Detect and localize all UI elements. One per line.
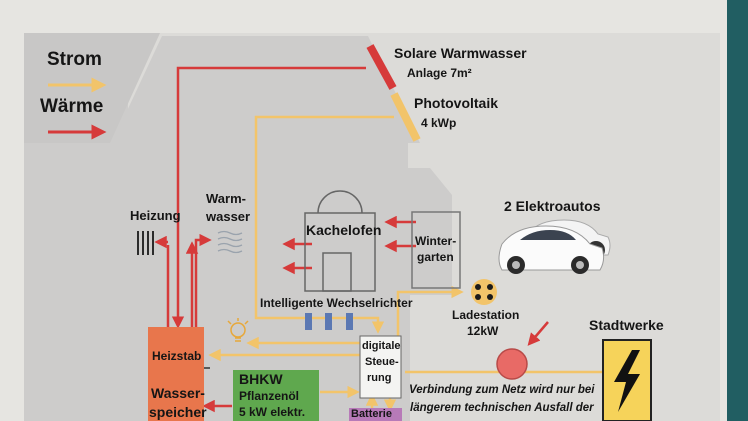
steuerung-label-line3: rung <box>367 372 392 384</box>
pv-cable <box>254 115 394 334</box>
solar-label-line1: Solare Warmwasser <box>394 45 527 61</box>
solar-label-line2: Anlage 7m² <box>407 66 472 80</box>
kachelofen-door <box>322 252 352 292</box>
steuerung-label-line1: digitale <box>362 340 401 352</box>
legend-strom-label: Strom <box>47 49 102 70</box>
bhkw-label-line3: 5 kW elektr. <box>239 405 306 419</box>
right-paper-edge <box>727 0 748 421</box>
steuerung-to-ladestation-cable <box>396 285 464 336</box>
solar-heat-pipe <box>171 66 366 329</box>
heizstab-box <box>148 327 204 421</box>
wintergarten-frame <box>411 211 461 289</box>
elektroautos-label: 2 Elektroautos <box>504 198 601 214</box>
fault-pointer-arrow <box>527 321 549 346</box>
warmwasser-label-line1: Warm- <box>206 191 246 206</box>
steuerung-box <box>359 335 402 399</box>
heizstab-label: Heizstab <box>152 349 202 363</box>
kachelofen-dome <box>317 190 363 214</box>
wechselrichter-label: Intelligente Wechselrichter <box>260 296 413 310</box>
kachelofen-label: Kachelofen <box>306 222 382 238</box>
lightning-icon <box>614 350 640 412</box>
inverter-module-2 <box>325 313 332 330</box>
warmwasser-pipe <box>194 233 212 330</box>
electric-cars-image <box>498 219 611 274</box>
wasserspeicher-label-line1: Wasser- <box>151 385 205 401</box>
solar-thermal-collector <box>366 44 397 90</box>
stadtwerke-label: Stadtwerke <box>589 317 664 333</box>
grid-note-line1: Verbindung zum Netz wird nur bei <box>409 384 595 396</box>
light-bulb-icon <box>227 318 249 342</box>
photovoltaic-panel <box>390 92 421 142</box>
inverter-module-1 <box>305 313 312 330</box>
wintergarten-label-line1: Winter- <box>415 234 457 248</box>
charging-plug-icon <box>471 279 497 305</box>
heizung-label: Heizung <box>130 208 181 223</box>
warm-water-icon <box>217 230 243 254</box>
bhkw-label-line2: Pflanzenöl <box>239 389 300 403</box>
grid-connection-circle <box>496 348 528 380</box>
ladestation-label-line1: Ladestation <box>452 308 520 322</box>
batterie-box <box>349 408 402 421</box>
ladestation-label-line2: 12kW <box>467 324 499 338</box>
grid-note-line2: längerem technischen Ausfall der <box>410 402 594 414</box>
wasserspeicher-label-line2: speicher <box>149 404 207 420</box>
bhkw-label-line1: BHKW <box>239 371 283 387</box>
wintergarten-label-line2: garten <box>417 250 454 264</box>
batterie-label: Batterie <box>351 408 392 420</box>
bhkw-box <box>233 370 319 421</box>
radiator-icon <box>137 231 154 255</box>
inverter-module-3 <box>346 313 353 330</box>
pv-label-line2: 4 kWp <box>421 116 457 130</box>
steuerung-label-line2: Steue- <box>365 356 399 368</box>
legend-waerme-label: Wärme <box>40 96 104 117</box>
pv-label-line1: Photovoltaik <box>414 95 499 111</box>
warmwasser-label-line2: wasser <box>206 209 251 224</box>
